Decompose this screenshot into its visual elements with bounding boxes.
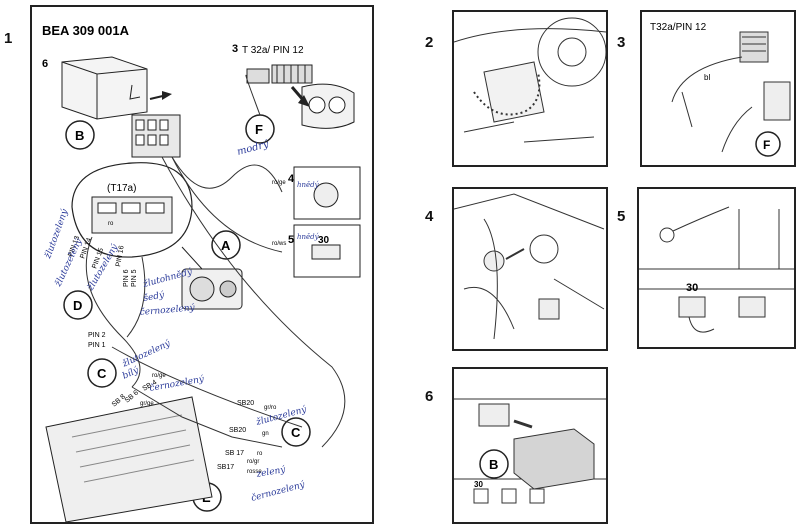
panel5-relay-label: 30 (686, 282, 698, 294)
svg-text:D: D (73, 298, 82, 313)
panel3-wire-label: bl (704, 73, 710, 82)
handwritten-note: zelený (255, 464, 288, 480)
detail-magnifier-t17a (71, 162, 203, 270)
wiring-harness (85, 74, 346, 448)
handwritten-note: šedý (143, 289, 166, 304)
handwritten-note: černozelený (139, 302, 196, 318)
svg-text:F: F (763, 138, 770, 152)
fuse-label: SB20 (237, 400, 254, 407)
panel3-callout-F: F (755, 131, 781, 157)
handwritten-note: žlutozelený (42, 207, 71, 261)
step-panel-5: 30 (637, 187, 796, 349)
instrument-cluster (301, 83, 355, 129)
fuse-label: SB20 (229, 427, 246, 434)
connector-t32a (246, 64, 313, 84)
panel6-callout-B: B (479, 449, 509, 479)
inner-panel-5: 30 (293, 224, 361, 278)
connector-t17a-label: (T17a) (107, 183, 136, 194)
relay-box-6 (61, 56, 148, 120)
step-panel-2 (452, 10, 608, 167)
wire-colour-label: gr/ge (140, 401, 154, 407)
callout-F: F (245, 114, 275, 144)
callout-B: B (65, 120, 95, 150)
handwritten-note: modrý (236, 139, 270, 158)
callout-D: D (63, 290, 93, 320)
step-number-4: 4 (425, 208, 434, 225)
step-number-2: 2 (425, 34, 434, 51)
step6-drawing: B 30 (454, 398, 606, 504)
pin-label: PIN 6 (123, 269, 130, 287)
fuse-label: SB 17 (225, 450, 244, 457)
wire-colour-label: ro (108, 221, 114, 227)
inner-step-3: 3 (232, 43, 238, 55)
step-number-1: 1 (4, 30, 13, 47)
fuse-label: SB17 (217, 464, 234, 471)
svg-text:A: A (221, 238, 231, 253)
main-wiring-drawing: BEA 309 001A 6 3 4 5 T 32a/ PIN 12 (42, 23, 361, 522)
diagram-code: BEA 309 001A (42, 23, 130, 38)
relay-30-label: 30 (318, 235, 330, 246)
callout-C-right: C (281, 417, 311, 447)
svg-text:C: C (291, 425, 301, 440)
wire-colour-label: ro/gr (247, 459, 259, 465)
relay-socket (131, 114, 181, 158)
step-panel-6: B 30 (452, 367, 608, 524)
inner-step-6: 6 (42, 58, 48, 70)
step-number-3: 3 (617, 34, 626, 51)
pin-label: PIN 1 (88, 342, 106, 349)
light-switch (181, 268, 243, 310)
wire-colour-label: ro/ws (272, 241, 286, 247)
panel3-title: T32a/PIN 12 (650, 22, 707, 33)
pin-label: PIN 2 (88, 332, 106, 339)
svg-text:B: B (75, 128, 84, 143)
connector-t32a-drawing: T32a/PIN 12 bl F (650, 22, 791, 157)
inner-step-4: 4 (288, 173, 295, 185)
inner-step-5: 5 (288, 234, 294, 246)
pin-t32a-label: T 32a/ PIN 12 (242, 45, 304, 56)
cluster-arrowhead (298, 95, 310, 107)
callout-C-left: C (87, 358, 117, 388)
wire-colour-label: ro (257, 451, 263, 457)
panel6-relay-label: 30 (474, 480, 483, 489)
fuse-label: SB 6 (124, 389, 140, 404)
main-wiring-panel: BEA 309 001A 6 3 4 5 T 32a/ PIN 12 (30, 5, 374, 524)
svg-text:C: C (97, 366, 107, 381)
step4-drawing (454, 193, 605, 340)
pin-label: PIN 16 (115, 245, 126, 267)
wire-colour-label: ro/ge (272, 180, 286, 186)
dashboard-drawing (454, 17, 606, 143)
wire-colour-label: gr/ro (264, 405, 277, 411)
svg-text:B: B (489, 457, 498, 472)
pin-label: PIN 5 (131, 269, 138, 287)
step-panel-3: T32a/PIN 12 bl F (640, 10, 796, 167)
fuse-box (45, 396, 213, 522)
callout-A: A (211, 230, 241, 260)
handwritten-note: hnědý (297, 181, 320, 189)
handwritten-note: hnědý (297, 233, 320, 241)
step-panel-4 (452, 187, 608, 351)
handwritten-note: černozelený (250, 479, 307, 504)
inner-panel-4 (293, 166, 361, 220)
step-number-5: 5 (617, 208, 626, 225)
step5-drawing: 30 (639, 206, 794, 333)
wire-colour-label: ro/ge (152, 373, 166, 379)
svg-text:F: F (255, 122, 263, 137)
wire-colour-label: rosse (247, 469, 262, 475)
insert-arrowhead-relay (162, 91, 172, 100)
wire-colour-label: gn (262, 431, 269, 437)
step-number-6: 6 (425, 388, 434, 405)
